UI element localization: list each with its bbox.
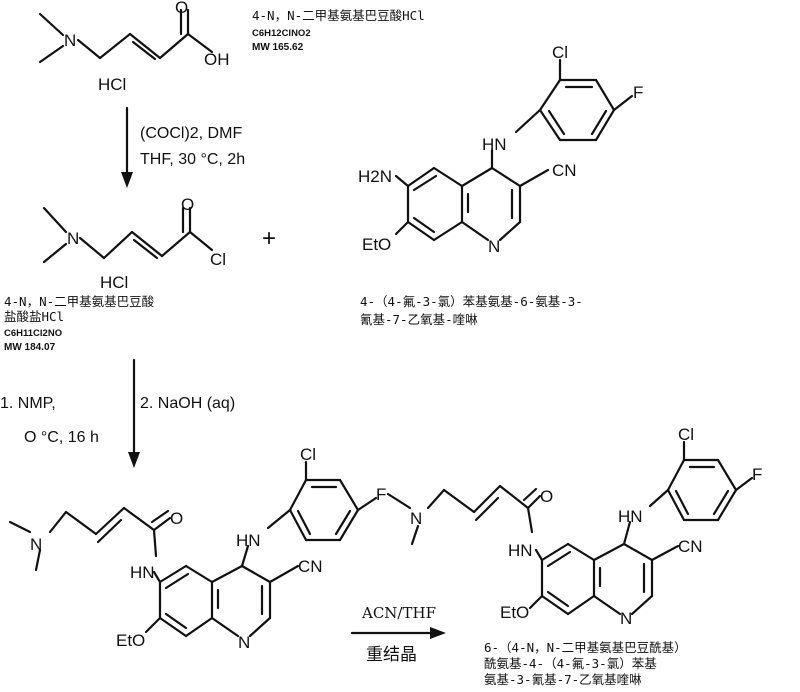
amine-chinese-name-2: 氰基-7-乙氧基-喹啉: [360, 312, 478, 327]
compound-product: N O HN Cl F HN CN EtO N 6-（4-N，N-二甲基氨基巴豆…: [386, 425, 762, 687]
acid-chloride-cl-atom: Cl: [210, 250, 226, 269]
product-n-atom: N: [410, 509, 422, 528]
acid-mw: MW 165.62: [252, 42, 304, 53]
product-amide-hn: HN: [508, 541, 533, 560]
step3-solvent: ACN/THF: [361, 604, 436, 622]
acid-chloride-n-atom: N: [67, 229, 79, 248]
acid-chloride-hcl-label: HCl: [100, 273, 128, 292]
product-chinese-name-2: 酰氨基-4-（4-氟-3-氯）苯基: [484, 656, 657, 671]
amine-f-atom: F: [633, 83, 643, 102]
compound-crude-product: N O HN Cl F HN CN EtO N: [8, 445, 386, 652]
reaction-arrow-3: ACN/THF 重结晶: [350, 604, 446, 665]
acid-chloride-chinese-name-2: 盐酸盐HCl: [4, 309, 64, 324]
product-f-atom: F: [752, 465, 762, 484]
crude-cn-group: CN: [298, 557, 323, 576]
product-chinese-name-3: 氨基-3-氰基-7-乙氧基喹啉: [484, 672, 642, 687]
amine-hn-atom: HN: [482, 135, 507, 154]
acid-oh-atom: OH: [204, 50, 230, 69]
step1-conditions: THF, 30 °C, 2h: [140, 151, 245, 168]
product-o-atom: O: [540, 487, 553, 506]
crude-o-atom: O: [170, 509, 183, 528]
crude-ring-n-atom: N: [238, 633, 250, 652]
reaction-arrow-1: (COCl)2, DMF THF, 30 °C, 2h: [121, 106, 245, 188]
step3-recrystallization: 重结晶: [366, 645, 417, 665]
crude-aniline-hn: HN: [236, 531, 261, 550]
acid-o-atom: O: [175, 0, 188, 17]
amine-h2n-group: H2N: [358, 167, 392, 186]
amine-cn-group: CN: [552, 161, 577, 180]
step2-conditions: O °C, 16 h: [24, 429, 99, 446]
amine-cl-atom: Cl: [552, 43, 568, 62]
acid-chloride-o-atom: O: [181, 195, 194, 214]
amine-chinese-name-1: 4-（4-氟-3-氯）苯基氨基-6-氨基-3-: [360, 294, 583, 309]
plus-sign: +: [262, 225, 276, 252]
step2-reagent-1: 1. NMP,: [0, 395, 56, 412]
step2-reagent-2: 2. NaOH (aq): [140, 395, 235, 412]
acid-n-atom: N: [64, 31, 76, 50]
crude-cl-atom: Cl: [300, 445, 316, 464]
crude-f-atom: F: [376, 485, 386, 504]
acid-hcl-label: HCl: [98, 75, 126, 94]
product-ring-n-atom: N: [620, 609, 632, 628]
acid-chinese-name: 4-N，N-二甲基氨基巴豆酸HCl: [252, 8, 425, 23]
crude-n-atom: N: [30, 535, 42, 554]
compound-acid-chloride: N O Cl HCl 4-N，N-二甲基氨基巴豆酸 盐酸盐HCl C6H11Cl…: [4, 195, 226, 353]
acid-formula: C6H12ClNO2: [252, 28, 311, 39]
product-cn-group: CN: [678, 537, 703, 556]
compound-amine: Cl F HN CN H2N EtO N 4-（4-氟-3-氯）苯基氨基-6-氨…: [358, 43, 643, 327]
compound-acid: N O OH HCl 4-N，N-二甲基氨基巴豆酸HCl C6H12ClNO2 …: [38, 0, 425, 94]
product-aniline-hn: HN: [618, 507, 643, 526]
amine-eto-group: EtO: [362, 235, 391, 254]
product-eto-group: EtO: [500, 603, 529, 622]
reaction-arrow-2: 1. NMP, 2. NaOH (aq) O °C, 16 h: [0, 358, 235, 468]
crude-eto-group: EtO: [116, 631, 145, 650]
step1-reagents: (COCl)2, DMF: [140, 125, 242, 142]
amine-ring-n-atom: N: [488, 237, 500, 256]
acid-chloride-chinese-name-1: 4-N，N-二甲基氨基巴豆酸: [4, 294, 155, 309]
acid-chloride-formula: C6H11Cl2NO: [4, 328, 62, 339]
acid-chloride-mw: MW 184.07: [4, 342, 56, 353]
crude-amide-hn: HN: [130, 563, 155, 582]
product-chinese-name-1: 6-（4-N，N-二甲基氨基巴豆酰基）: [484, 640, 687, 655]
product-cl-atom: Cl: [678, 425, 694, 444]
